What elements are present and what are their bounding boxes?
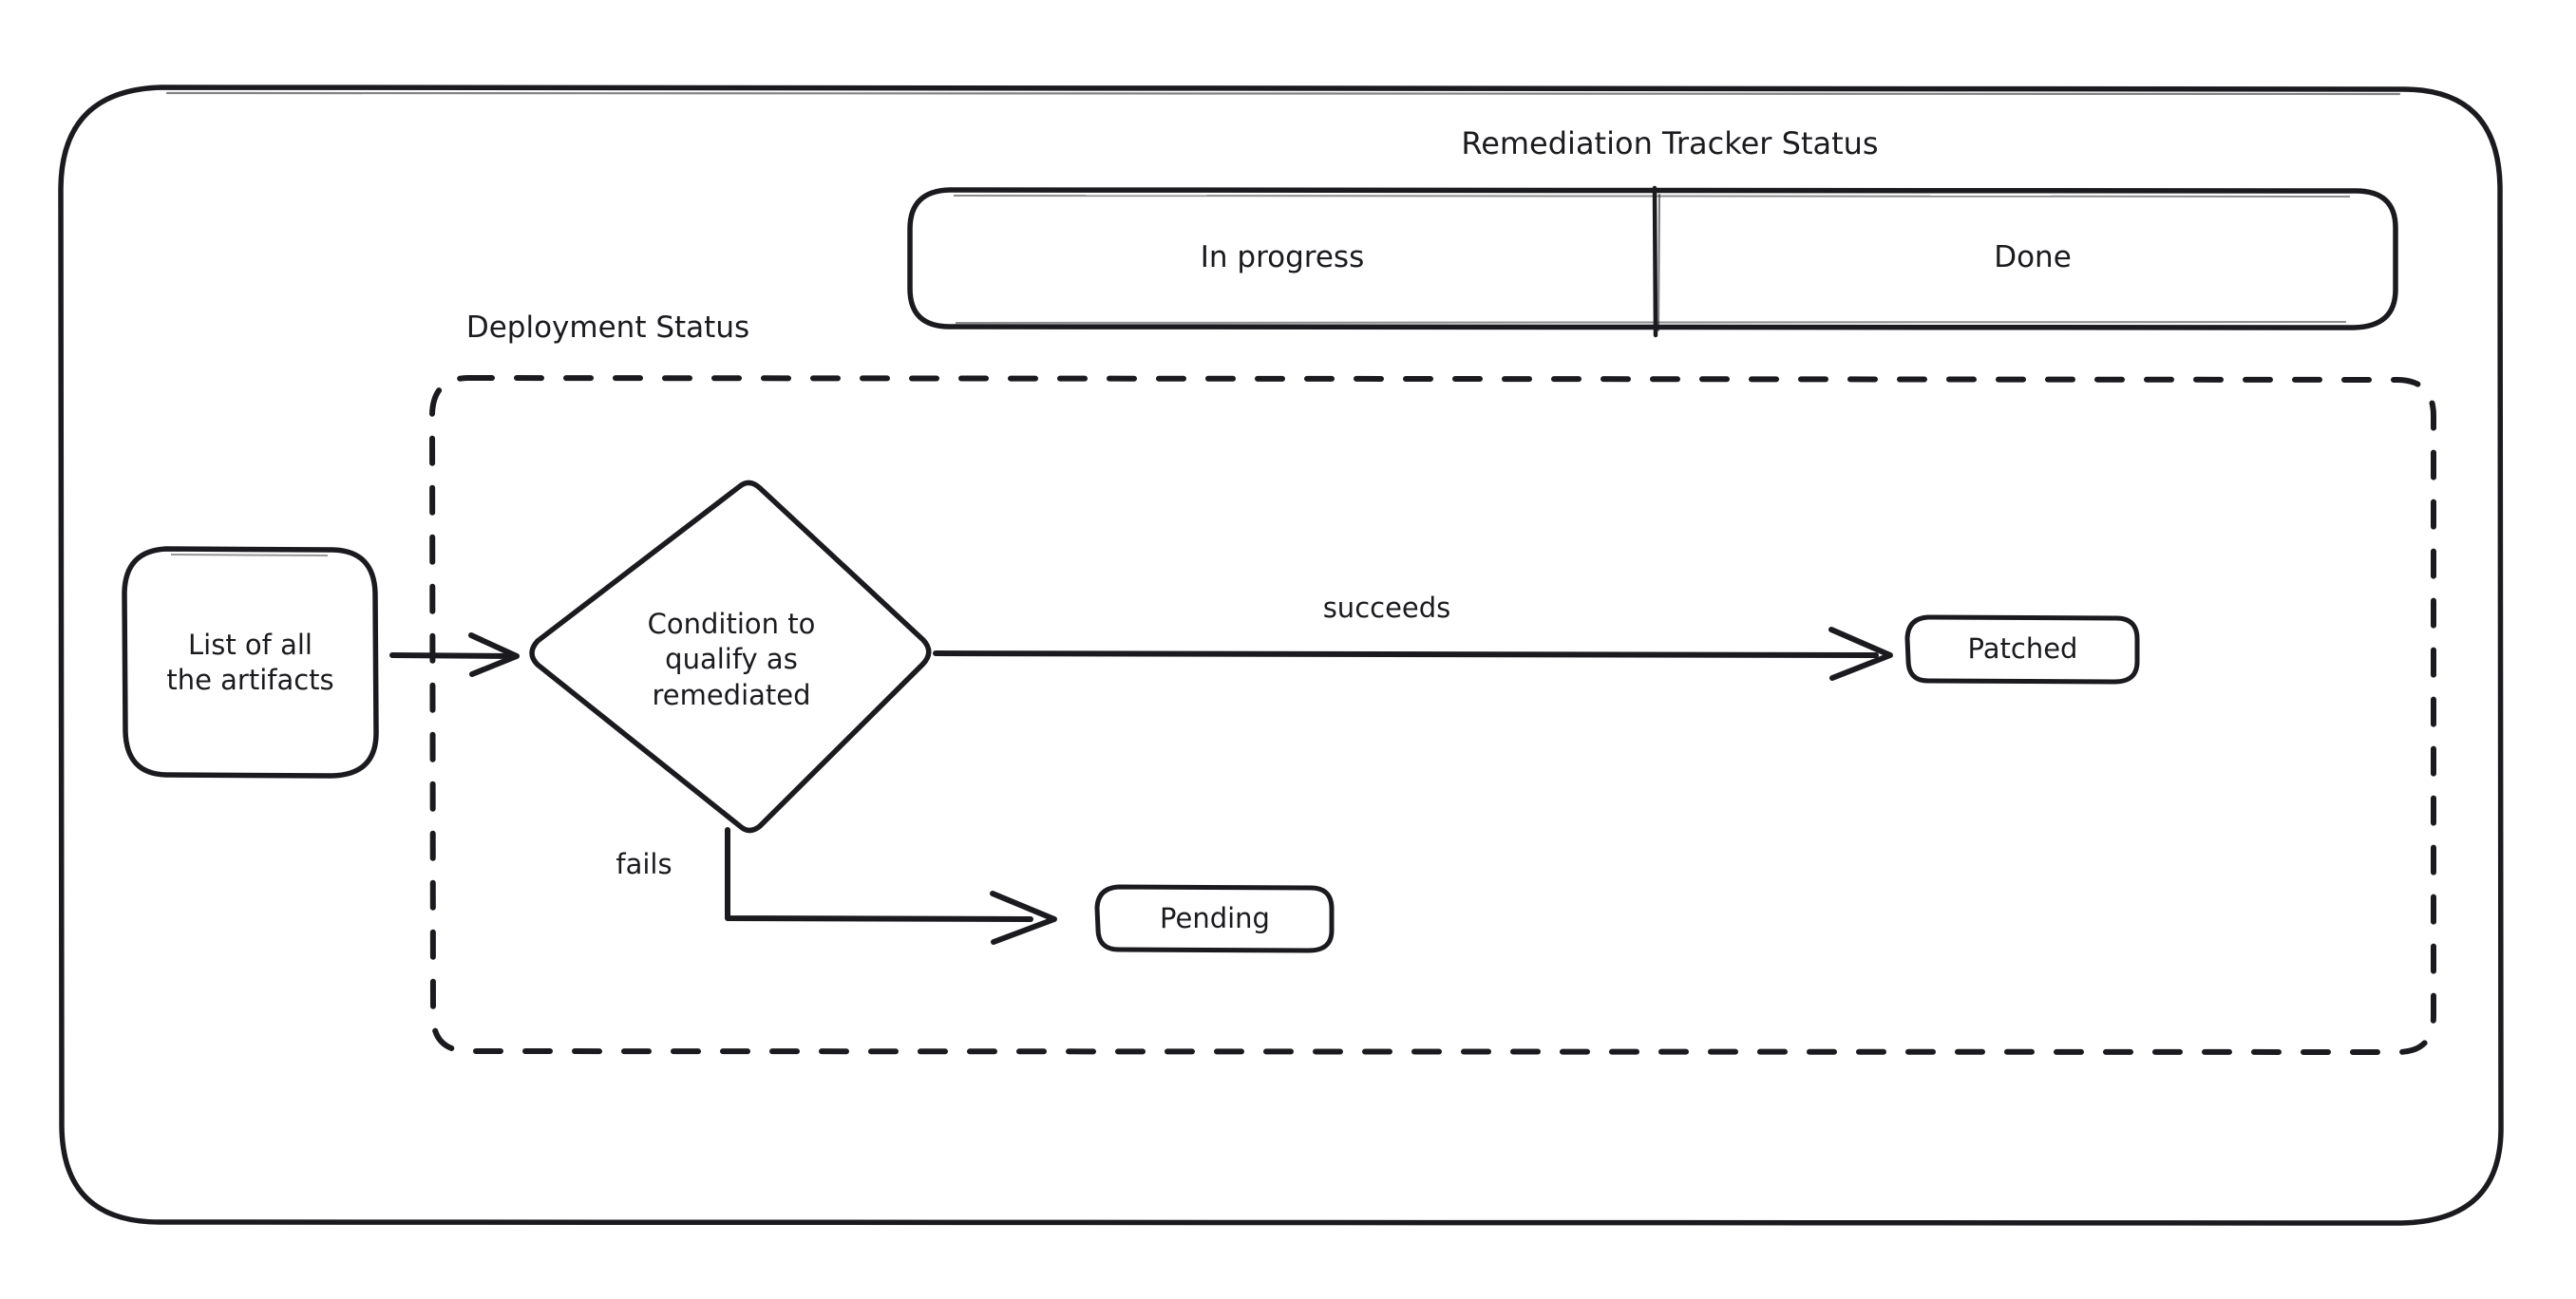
tracker-title: Remediation Tracker Status [1461,124,1879,161]
tracker-section-done[interactable]: Done [1994,240,2072,275]
node-patched-label[interactable]: Patched [1967,632,2078,666]
node-decision-label[interactable]: Condition to qualify as remediated [647,608,816,711]
edge-decision-to-pending [725,827,1057,945]
edge-decision-to-patched [933,627,1893,681]
edge-source-to-decision [389,632,520,677]
deployment-status-group [429,375,2436,1055]
edge-label-fails: fails [616,848,672,881]
tracker-section-divider [1652,185,1660,338]
outer-frame [58,85,2504,1226]
node-pending-shape [1094,884,1335,953]
tracker-section-in-progress[interactable]: In progress [1200,240,1365,275]
edge-label-succeeds: succeeds [1322,592,1451,625]
node-pending-label[interactable]: Pending [1160,902,1270,935]
deployment-status-label: Deployment Status [465,311,750,346]
node-patched-shape [1904,614,2140,685]
node-source-label[interactable]: List of all the artifacts [166,628,334,696]
node-source-shape [122,546,379,779]
tracker-status-bar [907,187,2398,330]
node-decision-shape [529,480,932,834]
